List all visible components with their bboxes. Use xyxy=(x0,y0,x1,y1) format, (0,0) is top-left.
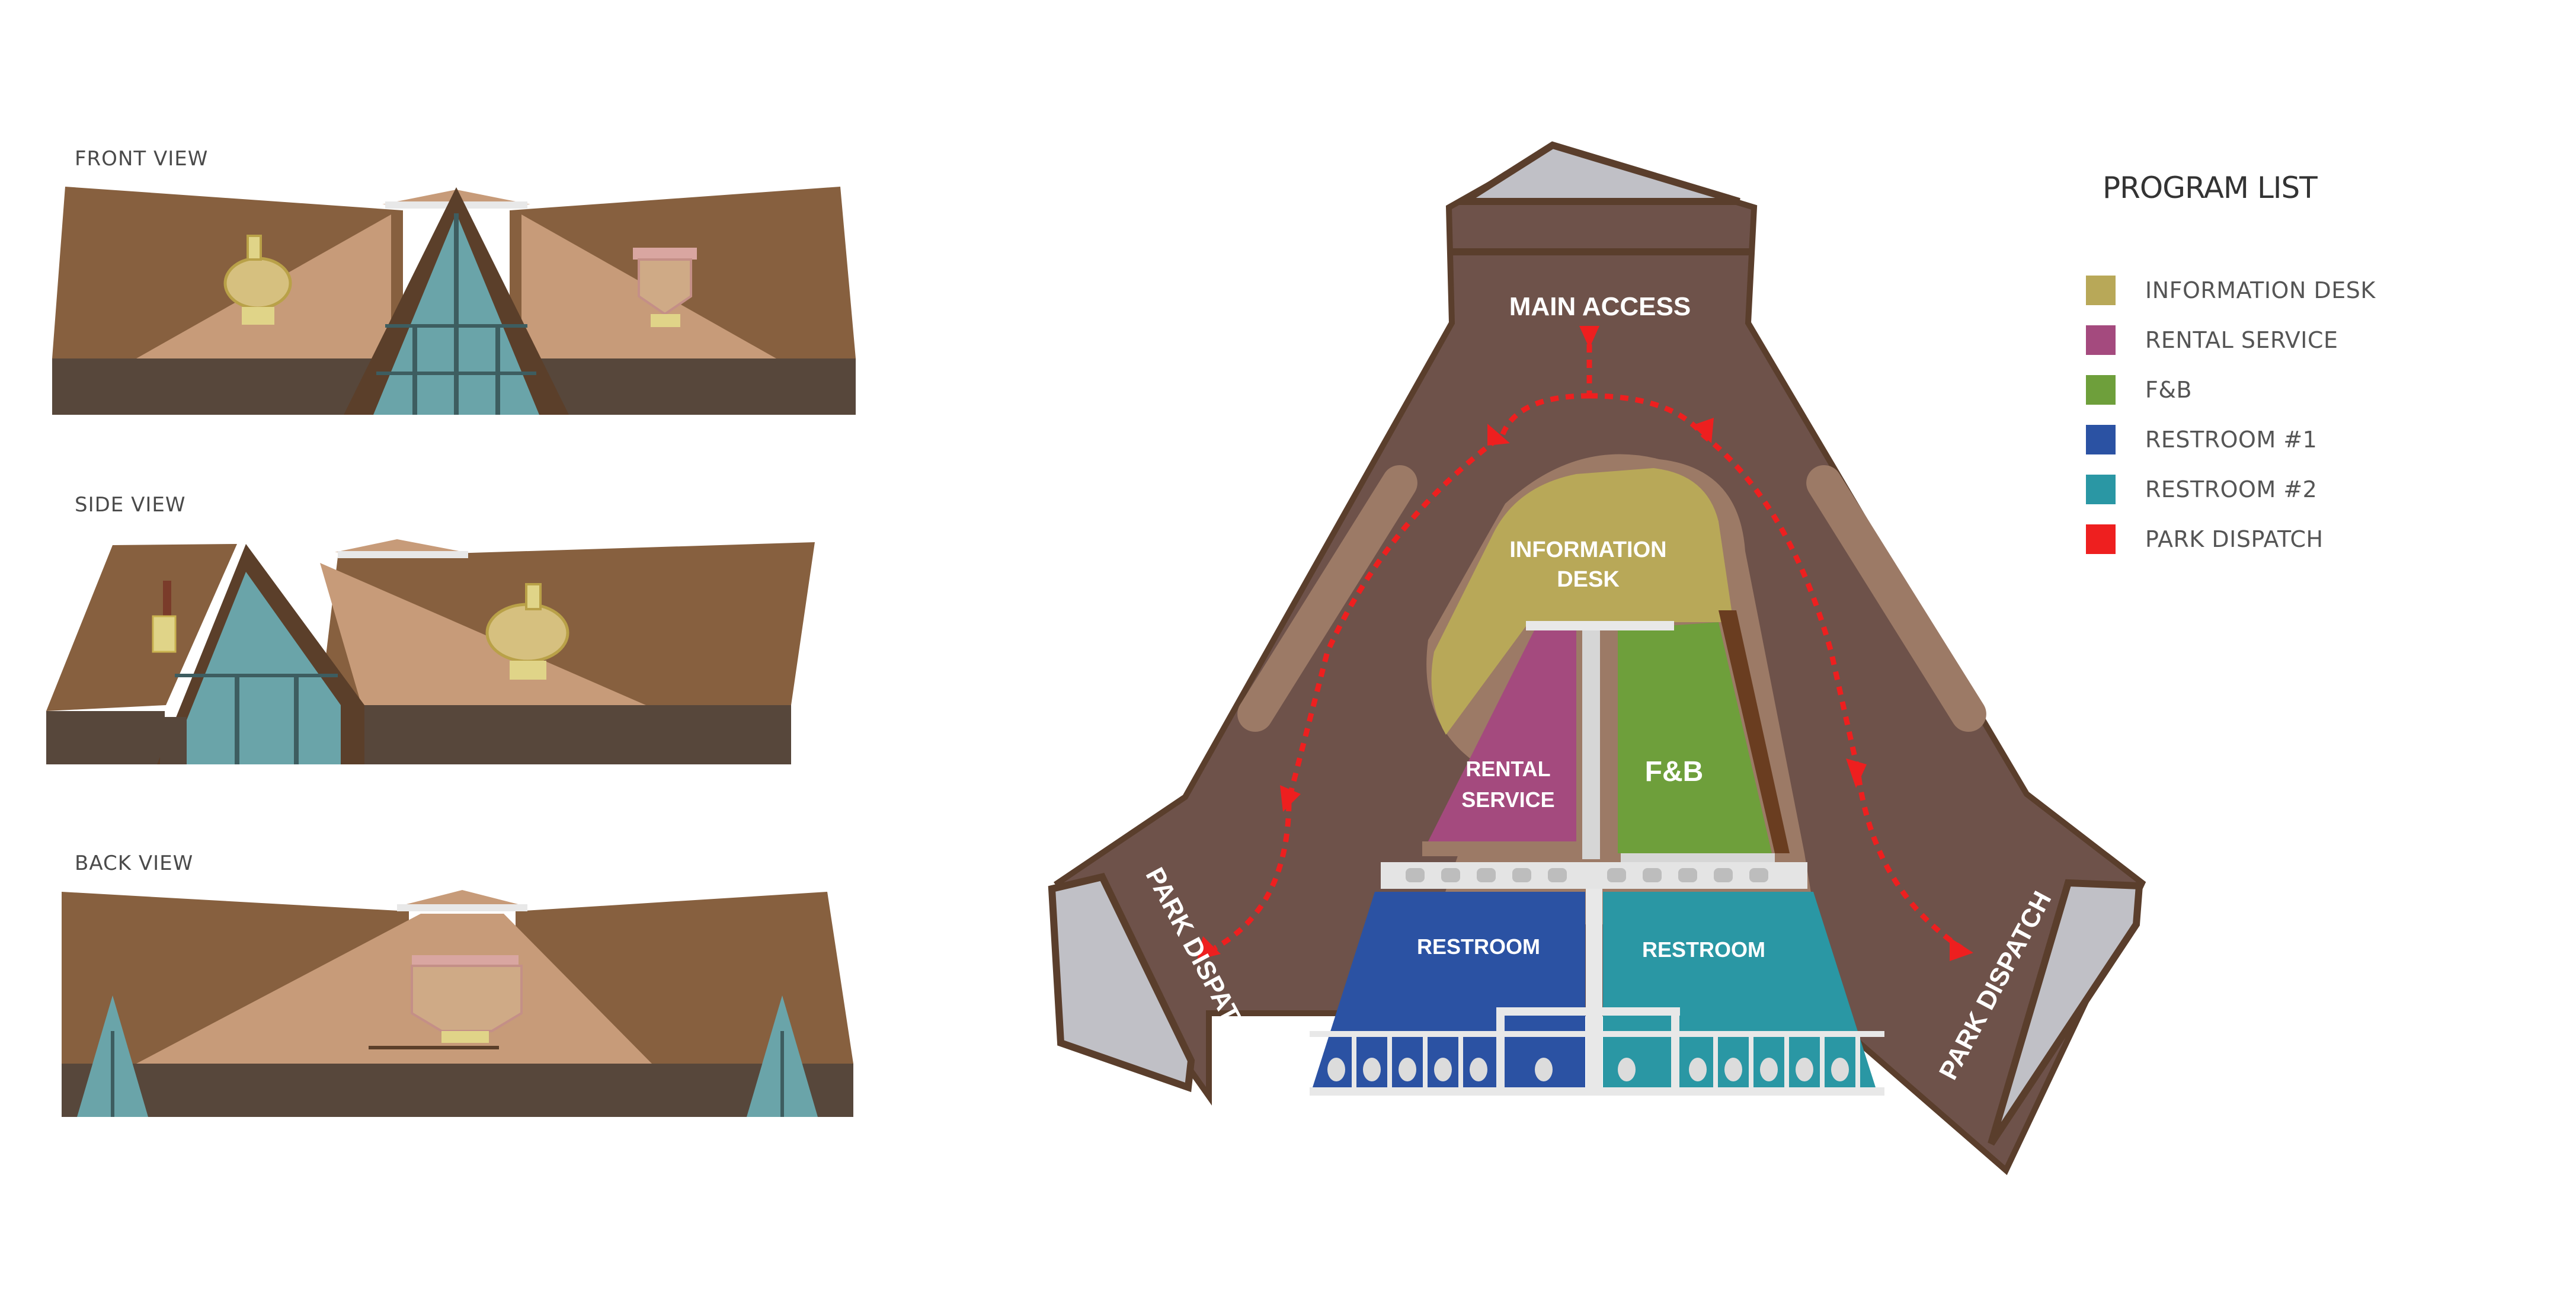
back-view-title: BACK VIEW xyxy=(75,851,194,875)
main-access-label: MAIN ACCESS xyxy=(1509,292,1691,321)
information-desk-area xyxy=(1431,468,1733,735)
fnb-area xyxy=(1618,622,1772,853)
rental-service-label: RENTAL xyxy=(1465,757,1550,781)
fnb-label: F&B xyxy=(1645,756,1704,787)
circulation-path xyxy=(1213,329,1963,950)
side-view-elevation xyxy=(46,539,815,764)
restroom-1-label: RESTROOM xyxy=(1417,934,1540,959)
back-view-elevation xyxy=(62,890,853,1117)
legend-swatch xyxy=(2086,524,2116,554)
legend-swatch xyxy=(2086,276,2116,305)
tap-icon xyxy=(633,248,697,327)
legend-label: RENTAL SERVICE xyxy=(2145,327,2338,353)
restroom-2-label: RESTROOM xyxy=(1642,937,1765,962)
left-cap xyxy=(1048,873,1195,1093)
legend-label: F&B xyxy=(2145,377,2193,403)
information-desk-label-2: DESK xyxy=(1557,567,1620,592)
legend-swatch xyxy=(2086,475,2116,504)
legend-item: RENTAL SERVICE xyxy=(2086,325,2338,355)
ballot-box-icon xyxy=(485,583,569,680)
toilet-icon xyxy=(1327,1058,1849,1081)
front-view-title: FRONT VIEW xyxy=(75,147,209,171)
right-cap xyxy=(1988,879,2143,1146)
legend-item: F&B xyxy=(2086,375,2192,405)
legend-label: RESTROOM #1 xyxy=(2145,427,2318,453)
legend-item: RESTROOM #1 xyxy=(2086,425,2317,454)
legend-label: INFORMATION DESK xyxy=(2145,277,2376,303)
legend-label: RESTROOM #2 xyxy=(2145,476,2318,502)
legend-swatch xyxy=(2086,325,2116,355)
side-view-title: SIDE VIEW xyxy=(75,493,186,517)
tap-icon xyxy=(369,955,523,1049)
legend-item: PARK DISPATCH xyxy=(2086,524,2324,554)
legend-item: RESTROOM #2 xyxy=(2086,475,2317,504)
restroom-1-area xyxy=(1313,892,1585,1087)
legend-swatch xyxy=(2086,425,2116,454)
legend-label: PARK DISPATCH xyxy=(2145,526,2324,552)
rental-service-label-2: SERVICE xyxy=(1461,787,1554,812)
arrow-icon xyxy=(1197,326,1973,961)
rental-service-area xyxy=(1428,629,1576,841)
front-view-elevation xyxy=(52,187,856,415)
information-desk-label: INFORMATION xyxy=(1509,537,1666,562)
top-cap xyxy=(1451,141,1740,205)
legend-item: INFORMATION DESK xyxy=(2086,276,2376,305)
legend-title: PROGRAM LIST xyxy=(2103,171,2318,205)
ballot-box-icon xyxy=(223,235,292,325)
legend-swatch xyxy=(2086,375,2116,405)
